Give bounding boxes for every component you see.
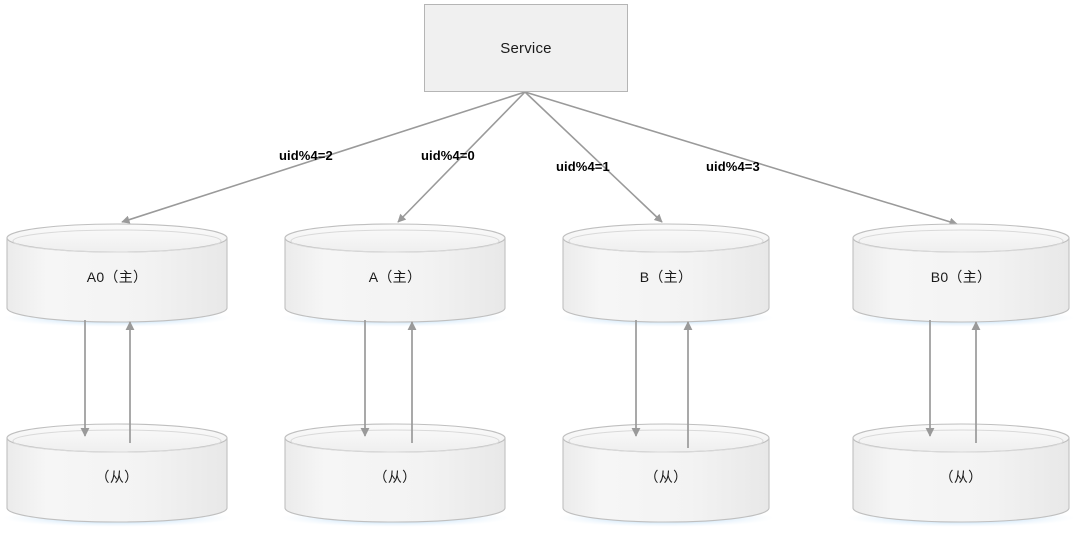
cylinder-top-b-master <box>562 223 770 253</box>
cylinder-top-a-master <box>284 223 506 253</box>
cylinder-top-a0-slave <box>6 423 228 453</box>
edge-service-to-a0 <box>121 91 526 224</box>
service-node-label: Service <box>500 39 552 57</box>
cylinder-inner-rim-b0-master <box>858 229 1064 253</box>
edge-service-to-a <box>397 91 526 223</box>
edge-label-uid-mod-0: uid%4=0 <box>421 148 475 163</box>
cylinder-top-b-slave <box>562 423 770 453</box>
edge-label-uid-mod-2: uid%4=2 <box>279 148 333 163</box>
cylinder-top-a0-master <box>6 223 228 253</box>
cylinder-body-b-slave <box>562 437 770 523</box>
cylinder-inner-rim-a0-master <box>12 229 222 253</box>
cylinder-inner-rim-b-master <box>568 229 764 253</box>
edge-service-to-b0 <box>524 91 958 226</box>
cylinder-body-b-master <box>562 237 770 323</box>
cylinder-inner-rim-b-slave <box>568 429 764 453</box>
cylinder-body-b0-slave <box>852 437 1070 523</box>
cylinder-group-2 <box>281 223 509 527</box>
cylinder-top-a-slave <box>284 423 506 453</box>
cylinder-top-b0-master <box>852 223 1070 253</box>
cylinder-group-1 <box>3 223 231 527</box>
cylinder-body-b0-master <box>852 237 1070 323</box>
cylinder-body-a0-slave <box>6 437 228 523</box>
cylinder-group-4 <box>847 223 1075 527</box>
edge-label-uid-mod-1: uid%4=1 <box>556 159 610 174</box>
service-node[interactable]: Service <box>424 4 628 92</box>
edge-service-to-b <box>524 91 663 223</box>
cylinder-top-b0-slave <box>852 423 1070 453</box>
edge-label-uid-mod-3: uid%4=3 <box>706 159 760 174</box>
cylinder-body-a-master <box>284 237 506 323</box>
service-to-master-edges <box>121 91 958 226</box>
cylinder-inner-rim-a-slave <box>290 429 500 453</box>
cylinder-inner-rim-b0-slave <box>858 429 1064 453</box>
cylinder-inner-rim-a-master <box>290 229 500 253</box>
cylinder-body-a0-master <box>6 237 228 323</box>
cylinder-group-3 <box>558 223 774 527</box>
cylinder-body-a-slave <box>284 437 506 523</box>
cylinder-inner-rim-a0-slave <box>12 429 222 453</box>
